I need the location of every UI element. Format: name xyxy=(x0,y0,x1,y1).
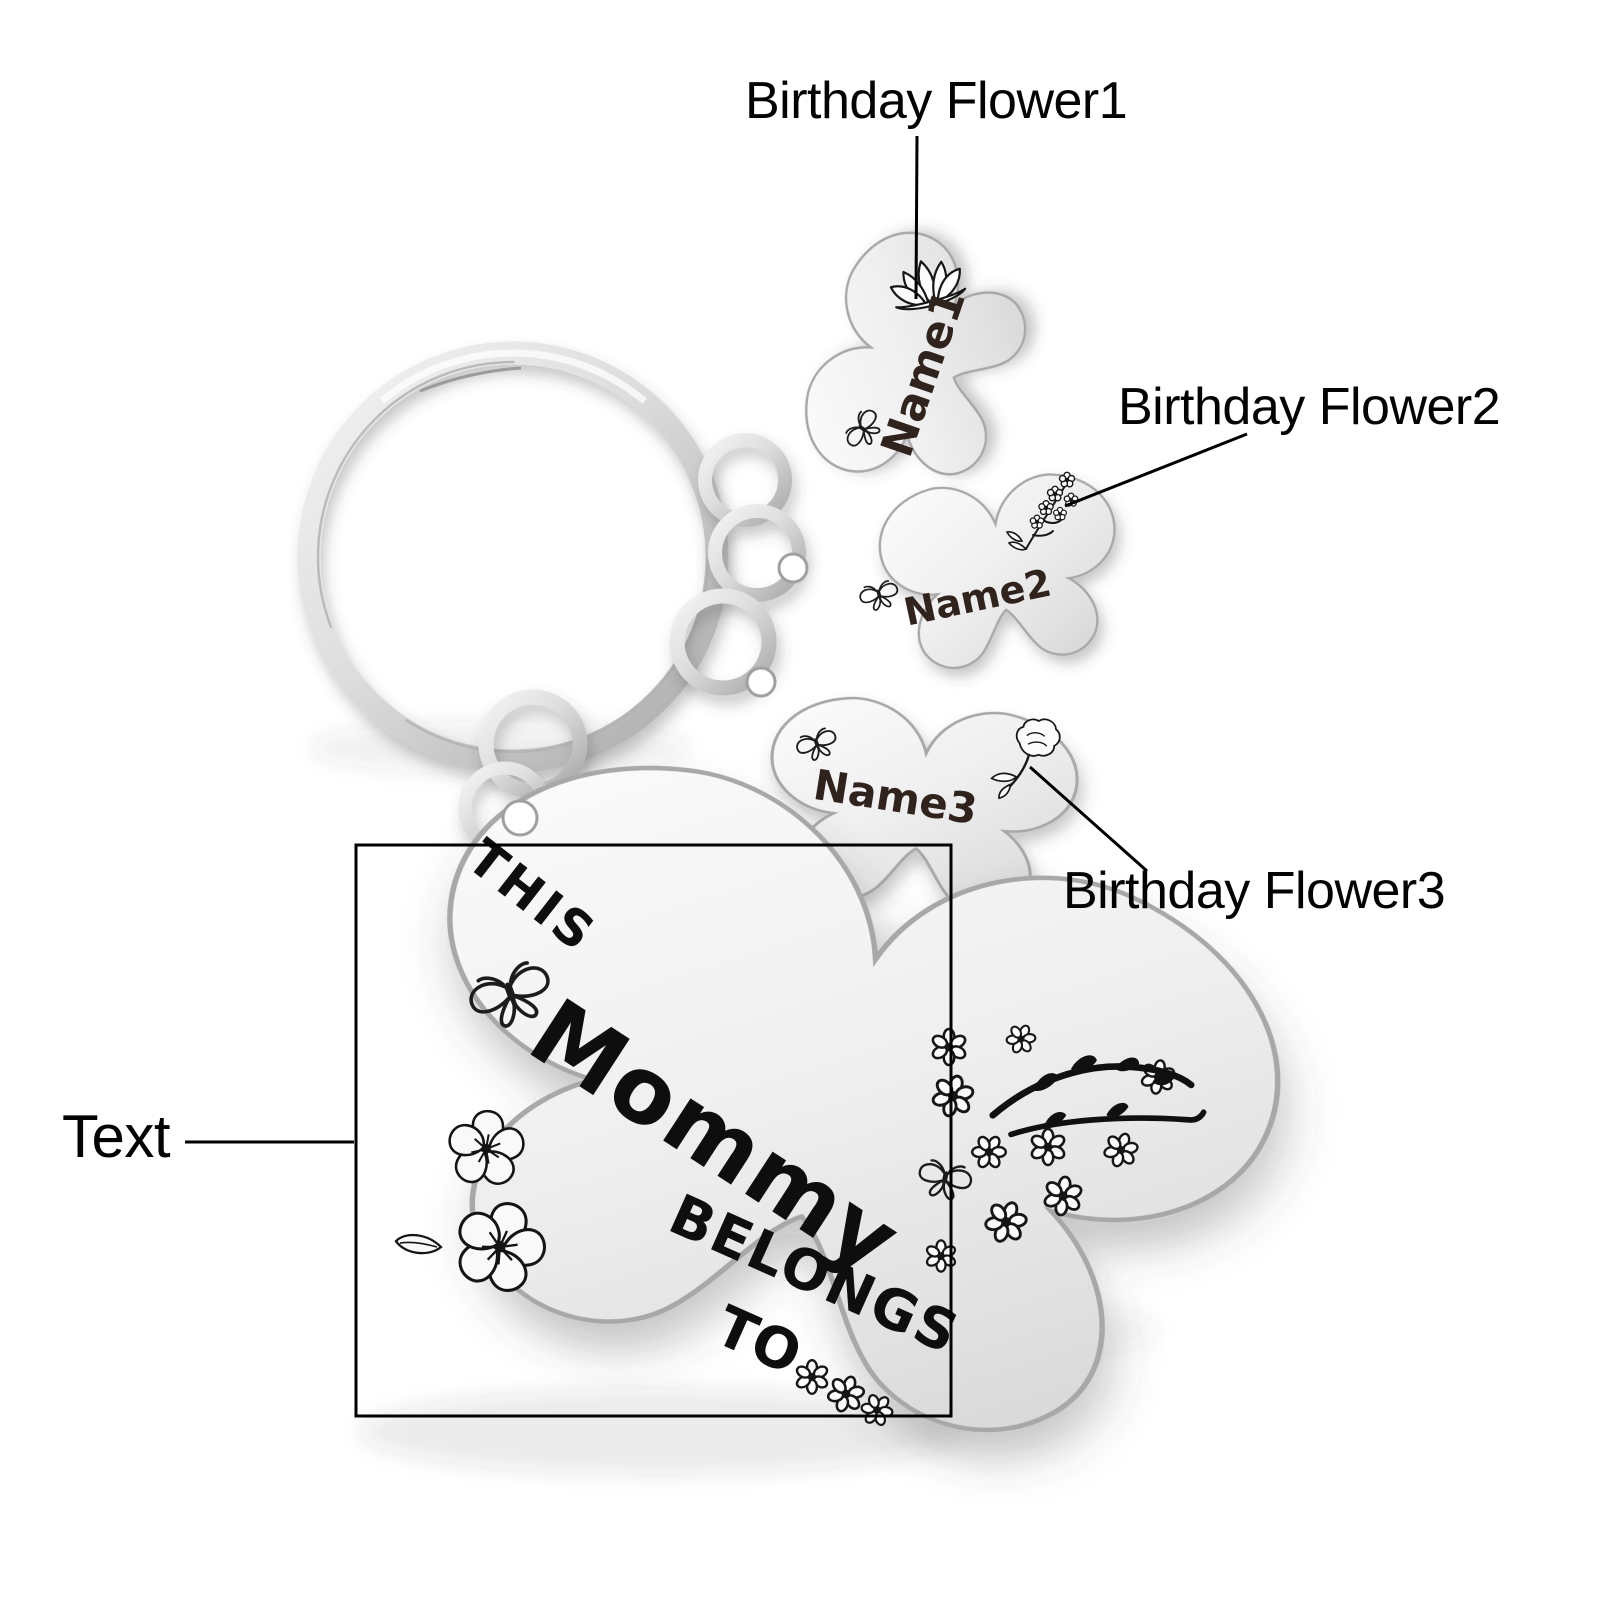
callout-line-flower3 xyxy=(1029,765,1148,873)
text-area-box xyxy=(354,843,953,1418)
butterfly-icon xyxy=(856,577,903,615)
butterfly-charm-3: Name3 xyxy=(745,666,1086,923)
label-text: Text xyxy=(62,1103,171,1170)
charm2-hole xyxy=(777,552,809,584)
callout-line-flower1 xyxy=(914,135,919,300)
butterfly-charm-2: Name2 xyxy=(777,465,1131,677)
butterfly-charm-1: Name1 xyxy=(785,214,1047,514)
charm3-hole xyxy=(745,666,777,698)
label-birthday-flower3: Birthday Flower3 xyxy=(1063,862,1446,920)
callout-line-flower2 xyxy=(1064,432,1248,508)
main-butterfly-charm: THIS Mommy BELONGS TO xyxy=(349,714,1321,1487)
label-birthday-flower2: Birthday Flower2 xyxy=(1118,378,1501,436)
engraving-word-to: TO xyxy=(706,1294,811,1388)
annotation-overlay xyxy=(185,135,1248,1418)
main-charm-hole xyxy=(501,799,539,837)
label-birthday-flower1: Birthday Flower1 xyxy=(745,72,1128,130)
